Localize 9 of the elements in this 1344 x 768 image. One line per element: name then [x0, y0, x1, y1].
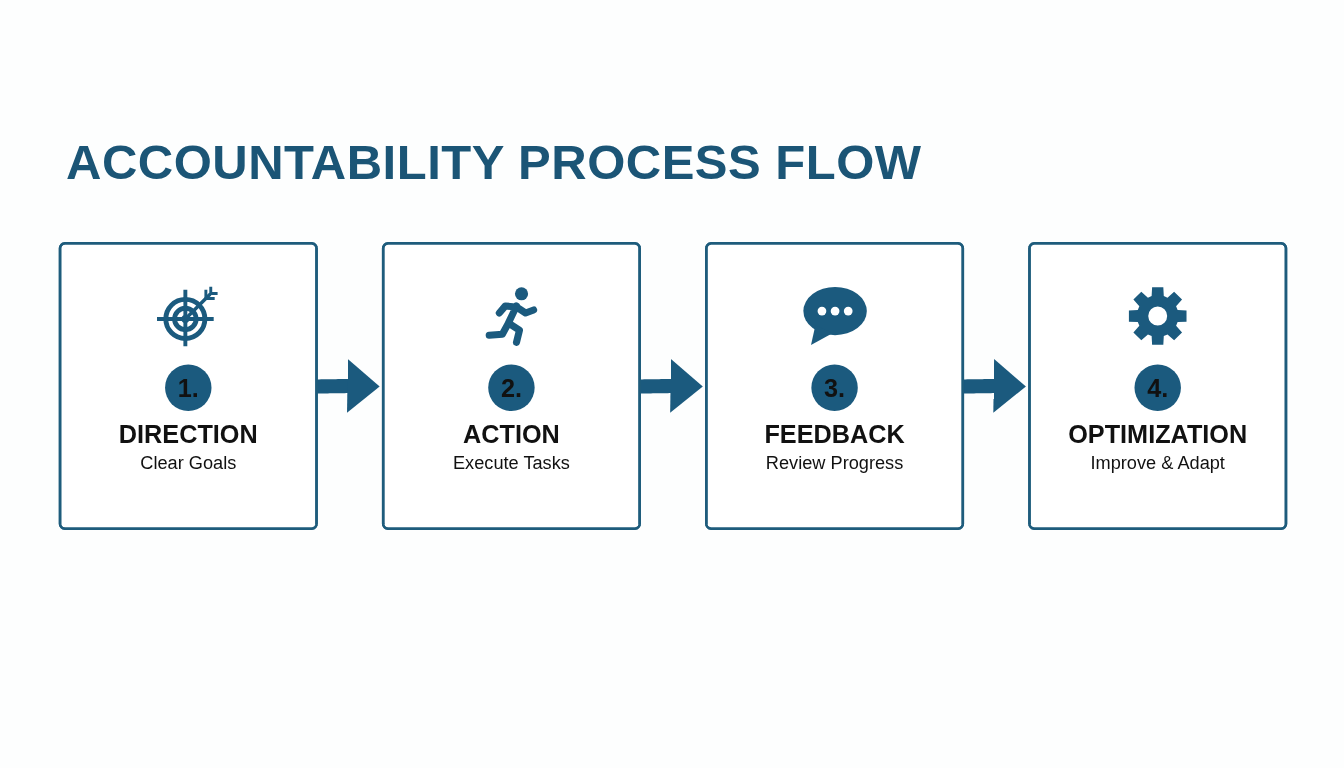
step-title: FEEDBACK	[764, 419, 905, 450]
step-subtitle: Clear Goals	[140, 452, 237, 475]
step-subtitle: Review Progress	[765, 452, 904, 475]
step-title: OPTIMIZATION	[1068, 419, 1248, 450]
step-title: ACTION	[463, 419, 560, 450]
diagram-title: ACCOUNTABILITY PROCESS FLOW	[66, 134, 922, 190]
step-title: DIRECTION	[118, 419, 258, 450]
step-subtitle: Execute Tasks	[453, 452, 570, 475]
step-subtitle: Improve & Adapt	[1090, 452, 1225, 475]
